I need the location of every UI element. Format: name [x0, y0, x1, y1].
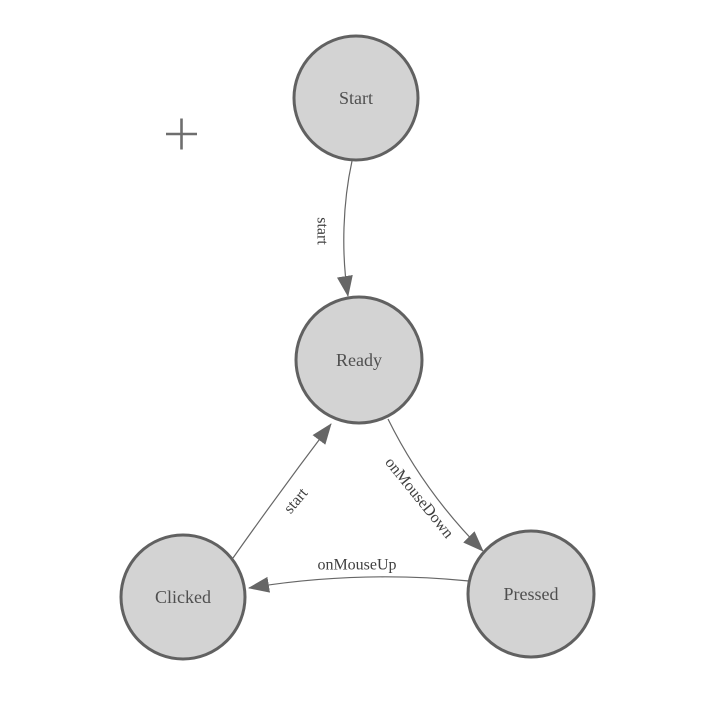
state-node-ready[interactable]: Ready [294, 295, 424, 425]
state-node-circle[interactable] [466, 529, 596, 659]
edge-label: start [314, 217, 331, 245]
crosshair-icon [166, 118, 197, 150]
state-node-label: Clicked [155, 587, 211, 607]
edge-start-to-ready[interactable]: start [314, 160, 353, 297]
state-node-label: Pressed [504, 584, 559, 604]
state-node-clicked[interactable]: Clicked [119, 533, 247, 661]
edge-clicked-to-ready[interactable]: start [232, 423, 332, 559]
state-node-pressed[interactable]: Pressed [466, 529, 596, 659]
edge-ready-to-pressed[interactable]: onMouseDown [381, 418, 484, 552]
state-node-label: Start [339, 88, 373, 108]
state-node-label: Ready [336, 350, 382, 370]
state-node-circle[interactable] [119, 533, 247, 661]
state-node-start[interactable]: Start [292, 34, 420, 162]
state-node-circle[interactable] [292, 34, 420, 162]
edge-label: onMouseUp [317, 557, 396, 574]
edge-label: start [281, 485, 312, 517]
state-node-circle[interactable] [294, 295, 424, 425]
edge-pressed-to-clicked[interactable]: onMouseUp [248, 557, 470, 593]
edge-label: onMouseDown [381, 454, 456, 541]
